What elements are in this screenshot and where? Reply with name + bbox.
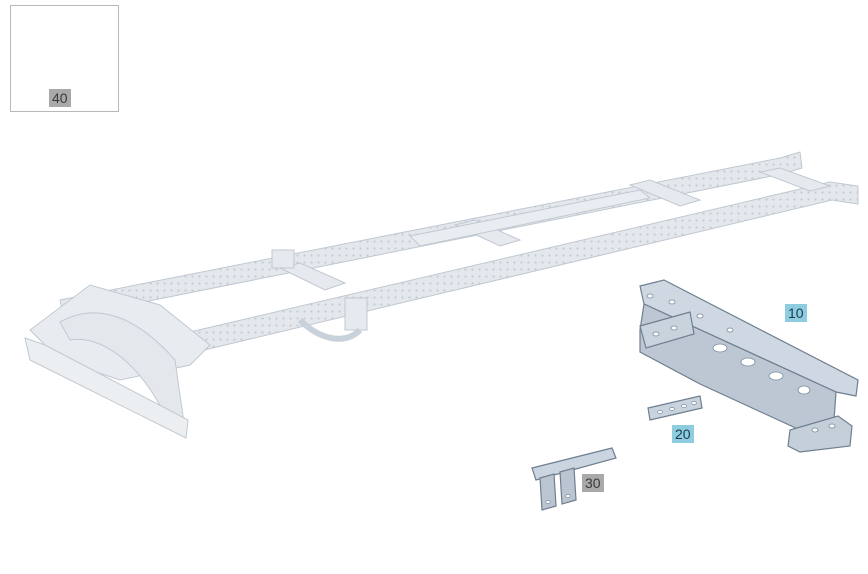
front-bumper: [24, 337, 189, 439]
part-label-40[interactable]: 40: [49, 89, 71, 107]
cross-member: [628, 179, 702, 207]
angle-bracket-part: [531, 447, 617, 511]
bracket-foot: [787, 415, 853, 453]
frame-bracket: [344, 297, 368, 331]
part-label-10[interactable]: 10: [785, 304, 807, 322]
part-label-20[interactable]: 20: [672, 425, 694, 443]
frame-pipe: [297, 317, 363, 342]
frame-bracket: [271, 249, 295, 269]
spacer-plate-part: [647, 395, 703, 421]
part-label-30[interactable]: 30: [582, 474, 604, 492]
cross-member: [758, 167, 832, 192]
chassis-subrail: [408, 189, 652, 247]
support-bracket-part: [639, 279, 859, 453]
bracket-left-flange: [639, 311, 695, 349]
chassis-frame: [24, 151, 859, 439]
